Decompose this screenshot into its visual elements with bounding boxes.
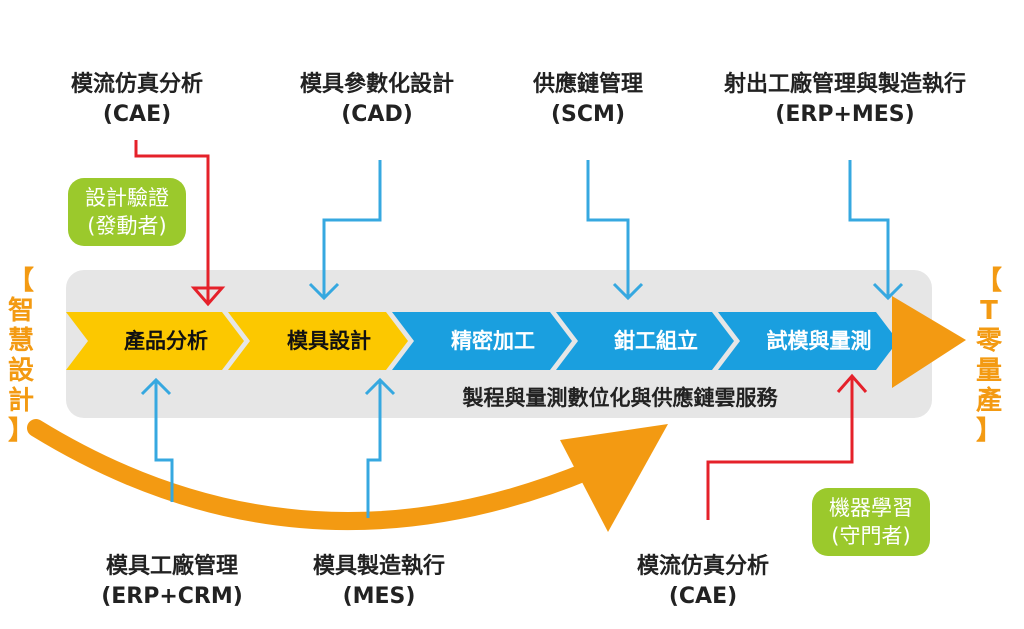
red-arrow-head-top xyxy=(190,286,226,307)
pill-machine-learning: 機器學習 (守門者) xyxy=(812,488,930,556)
band-title: 製程與量測數位化與供應鏈雲服務 xyxy=(462,386,778,410)
blue-arrow-head-erp-mes xyxy=(872,282,904,301)
pill-design-verify-line1: 設計驗證 xyxy=(85,186,169,210)
label-cae-top-line2: (CAE) xyxy=(102,102,172,127)
blue-arrow-head-erp-crm xyxy=(140,377,172,396)
label-mes-line1: 模具製造執行 xyxy=(312,554,445,579)
stage-chevron-2 xyxy=(228,312,408,370)
orange-curve-arrow-body xyxy=(27,419,599,531)
left-vertical-char: 計 xyxy=(7,386,34,416)
stage-label-3: 精密加工 xyxy=(451,329,535,353)
red-connector-top-cae xyxy=(134,140,210,302)
label-cad: 模具參數化設計 (CAD) xyxy=(272,70,482,130)
stage-chevron-1 xyxy=(66,312,244,370)
blue-connector-erp-crm xyxy=(154,380,174,502)
label-erp-crm: 模具工廠管理 (ERP+CRM) xyxy=(72,552,272,612)
label-cad-line2: (CAD) xyxy=(341,102,413,127)
label-erp-mes-line2: (ERP+MES) xyxy=(775,102,915,127)
label-scm-line2: (SCM) xyxy=(551,102,625,127)
stage-chevron-5 xyxy=(718,312,898,370)
right-vertical-char: 【 xyxy=(975,266,1002,296)
blue-connector-mes xyxy=(366,380,382,518)
big-orange-arrow xyxy=(892,296,966,388)
label-cad-line1: 模具參數化設計 xyxy=(299,72,454,97)
red-arrow-head-bottom xyxy=(836,373,868,393)
right-vertical-char: 產 xyxy=(975,386,1002,416)
pill-machine-learning-line2: (守門者) xyxy=(831,524,911,548)
stage-label-2: 模具設計 xyxy=(287,329,371,353)
blue-arrow-head-cad xyxy=(308,282,340,301)
label-erp-mes-line1: 射出工廠管理與製造執行 xyxy=(723,72,966,97)
label-cae-top: 模流仿真分析 (CAE) xyxy=(44,70,230,130)
stage-label-5: 試模與量測 xyxy=(766,329,872,353)
blue-connector-cad xyxy=(322,160,382,298)
right-vertical-label: 【 T 零 量 產 】 xyxy=(972,266,1006,446)
blue-connector-scm xyxy=(586,160,630,298)
label-cae-bottom: 模流仿真分析 (CAE) xyxy=(610,552,796,612)
blue-arrow-head-mes xyxy=(364,377,396,396)
label-cae-bottom-line2: (CAE) xyxy=(668,584,738,609)
left-vertical-label: 【 智 慧 設 計 】 xyxy=(4,266,38,446)
label-mes: 模具製造執行 (MES) xyxy=(286,552,472,612)
label-erp-crm-line1: 模具工廠管理 xyxy=(105,554,238,579)
blue-arrow-head-scm xyxy=(612,282,644,301)
stage-label-1: 產品分析 xyxy=(124,329,208,353)
label-scm-line1: 供應鏈管理 xyxy=(532,72,643,97)
label-erp-mes: 射出工廠管理與製造執行 (ERP+MES) xyxy=(690,70,1000,130)
stage-chevron-4 xyxy=(556,312,734,370)
left-vertical-char: 設 xyxy=(7,356,34,386)
orange-curve-arrow-head xyxy=(560,424,668,532)
label-cae-top-line1: 模流仿真分析 xyxy=(70,72,203,97)
blue-connector-erp-mes xyxy=(848,160,890,298)
right-vertical-char: T xyxy=(980,296,998,326)
label-erp-crm-line2: (ERP+CRM) xyxy=(101,584,243,609)
left-vertical-char: 智 xyxy=(7,296,34,326)
right-vertical-char: 】 xyxy=(975,416,1002,446)
stage-chevron-3 xyxy=(392,312,572,370)
label-scm: 供應鏈管理 (SCM) xyxy=(510,70,666,130)
pill-design-verify-line2: (發動者) xyxy=(87,214,167,238)
pill-machine-learning-line1: 機器學習 xyxy=(829,496,913,520)
label-cae-bottom-line1: 模流仿真分析 xyxy=(636,554,769,579)
left-vertical-char: 】 xyxy=(7,416,34,446)
stage-label-4: 鉗工組立 xyxy=(614,329,698,353)
left-vertical-char: 【 xyxy=(7,266,34,296)
red-connector-bottom-cae xyxy=(706,378,854,520)
left-vertical-char: 慧 xyxy=(7,326,34,356)
right-vertical-char: 零 xyxy=(975,326,1002,356)
right-vertical-char: 量 xyxy=(975,356,1002,386)
label-mes-line2: (MES) xyxy=(342,584,416,609)
pill-design-verify: 設計驗證 (發動者) xyxy=(68,178,186,246)
